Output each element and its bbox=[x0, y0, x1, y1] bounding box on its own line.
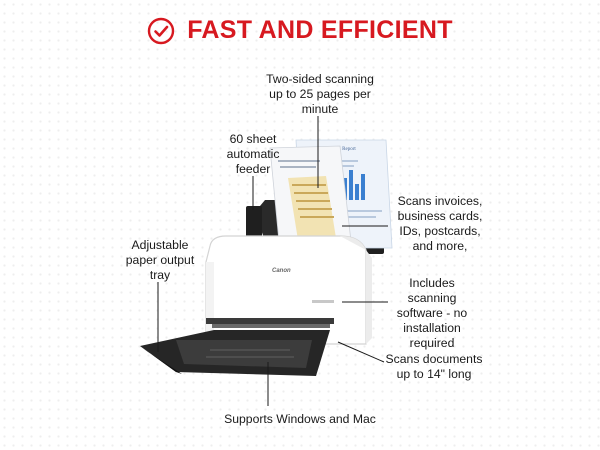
callout-length: Scans documents up to 14" long bbox=[385, 352, 483, 381]
document-title: Annual Report bbox=[326, 147, 356, 152]
callout-os: Supports Windows and Mac bbox=[224, 412, 376, 426]
callout-feeder: 60 sheet automatic feeder bbox=[226, 132, 280, 176]
callout-software: Includes scanning software - no installa… bbox=[396, 276, 468, 350]
scanner-body: Canon bbox=[205, 235, 372, 345]
document-front bbox=[269, 145, 353, 253]
callout-two-sided: Two-sided scanning up to 25 pages per mi… bbox=[266, 72, 374, 116]
header: FAST AND EFFICIENT bbox=[0, 16, 600, 45]
check-circle-icon bbox=[148, 17, 175, 44]
callout-output-tray: Adjustable paper output tray bbox=[125, 238, 195, 282]
leader-lines bbox=[157, 116, 388, 406]
output-tray bbox=[140, 330, 330, 376]
callout-scans-invoices: Scans invoices, business cards, IDs, pos… bbox=[397, 194, 483, 253]
leader-length bbox=[337, 341, 385, 363]
brand-logo: Canon bbox=[272, 268, 291, 274]
headline: FAST AND EFFICIENT bbox=[187, 16, 453, 44]
